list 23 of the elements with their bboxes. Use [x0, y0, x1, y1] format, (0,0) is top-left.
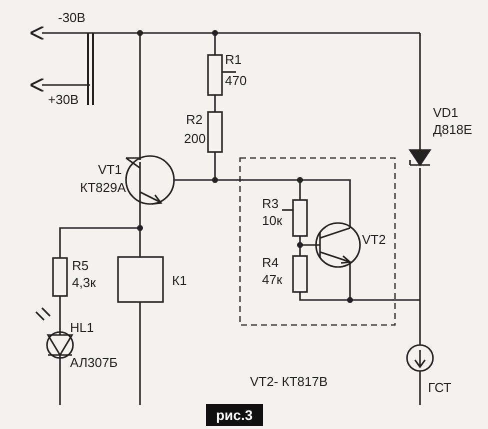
- component-label: 47к: [262, 272, 282, 287]
- component-label: HL1: [70, 320, 94, 335]
- component-label: R5: [72, 258, 89, 273]
- component-label: VD1: [433, 105, 458, 120]
- component-label: 10к: [262, 213, 282, 228]
- component-label: КТ829А: [80, 180, 126, 195]
- component-label: R2: [186, 112, 203, 127]
- component-label: +30В: [48, 92, 79, 107]
- component-label: R1: [225, 52, 242, 67]
- component-label: VT2: [362, 232, 386, 247]
- component-label: К1: [172, 273, 187, 288]
- component-label: VT2- КТ817В: [250, 374, 328, 389]
- component-label: R4: [262, 255, 279, 270]
- component-label: 470: [225, 73, 247, 88]
- component-label: Д818Е: [433, 122, 472, 137]
- component-label: VT1: [98, 162, 122, 177]
- component-label: -30В: [58, 10, 86, 25]
- component-label: R3: [262, 196, 279, 211]
- component-label: 4,3к: [72, 275, 96, 290]
- component-label: 200: [184, 131, 206, 146]
- component-label: АЛ307Б: [70, 355, 118, 370]
- figure-caption: рис.3: [206, 404, 263, 426]
- component-label: ГСТ: [428, 380, 452, 395]
